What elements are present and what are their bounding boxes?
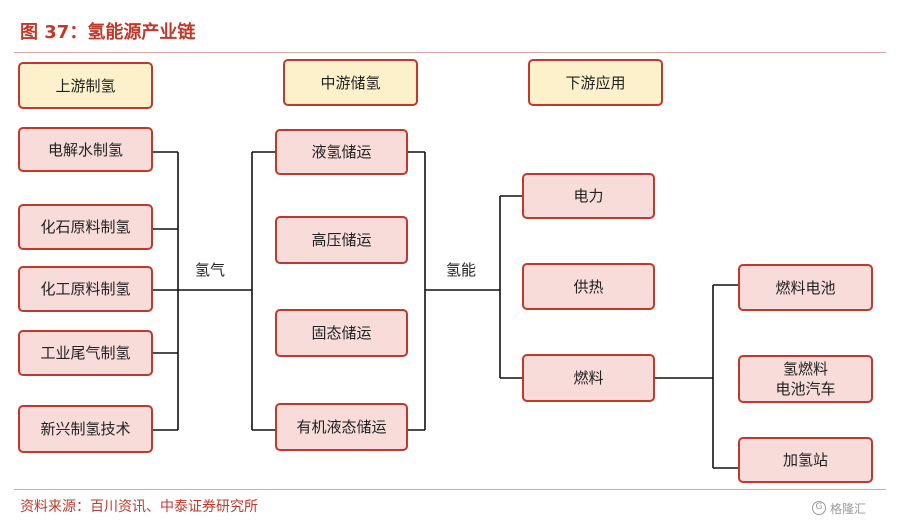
- node-label: 化石原料制氢: [40, 218, 131, 236]
- node-chemical-feedstock: 化工原料制氢: [18, 266, 153, 312]
- node-power: 电力: [522, 173, 655, 219]
- node-label: 化工原料制氢: [40, 280, 131, 298]
- node-label: 高压储运: [311, 231, 372, 249]
- node-label: 燃料: [573, 369, 604, 387]
- node-electrolysis: 电解水制氢: [18, 127, 153, 172]
- node-label: 新兴制氢技术: [40, 420, 131, 438]
- downstream-header-label: 下游应用: [565, 73, 626, 92]
- node-label: 电力: [573, 187, 604, 205]
- node-heating: 供热: [522, 263, 655, 310]
- node-label: 有机液态储运: [296, 418, 387, 436]
- node-label: 燃料电池: [775, 278, 836, 297]
- title-divider: [14, 52, 886, 53]
- node-label-line1: 氢燃料: [782, 360, 828, 378]
- node-high-pressure: 高压储运: [275, 216, 408, 264]
- node-label: 固态储运: [311, 324, 372, 342]
- label-hydrogen-energy: 氢能: [444, 260, 479, 280]
- node-fuel-cell-vehicle: 氢燃料 电池汽车: [738, 355, 873, 403]
- node-label: 电解水制氢: [47, 140, 123, 159]
- node-emerging-tech: 新兴制氢技术: [18, 405, 153, 453]
- node-fuel-cell: 燃料电池: [738, 264, 873, 311]
- midstream-header: 中游储氢: [283, 59, 418, 106]
- node-refueling-station: 加氢站: [738, 437, 873, 483]
- node-label: 工业尾气制氢: [40, 344, 131, 362]
- node-label: 加氢站: [782, 451, 828, 469]
- node-liquid-hydrogen: 液氢储运: [275, 129, 408, 175]
- node-label: 液氢储运: [311, 143, 372, 161]
- node-label-line2: 电池汽车: [775, 380, 836, 398]
- node-label: 供热: [573, 277, 604, 296]
- watermark-text: 格隆汇: [830, 502, 867, 516]
- source-divider: [14, 489, 886, 490]
- figure-title: 图 37：氢能源产业链: [20, 22, 196, 43]
- downstream-header: 下游应用: [528, 59, 663, 106]
- node-fuel: 燃料: [522, 354, 655, 402]
- watermark-logo-icon: G: [812, 501, 826, 515]
- source-note: 资料来源：百川资讯、中泰证券研究所: [20, 499, 258, 515]
- label-hydrogen-gas: 氢气: [193, 260, 228, 280]
- midstream-header-label: 中游储氢: [320, 73, 381, 92]
- upstream-header: 上游制氢: [18, 62, 153, 109]
- node-industrial-tail-gas: 工业尾气制氢: [18, 330, 153, 376]
- node-fossil-feedstock: 化石原料制氢: [18, 204, 153, 250]
- node-organic-liquid: 有机液态储运: [275, 403, 408, 451]
- node-solid-state: 固态储运: [275, 309, 408, 357]
- upstream-header-label: 上游制氢: [55, 76, 116, 95]
